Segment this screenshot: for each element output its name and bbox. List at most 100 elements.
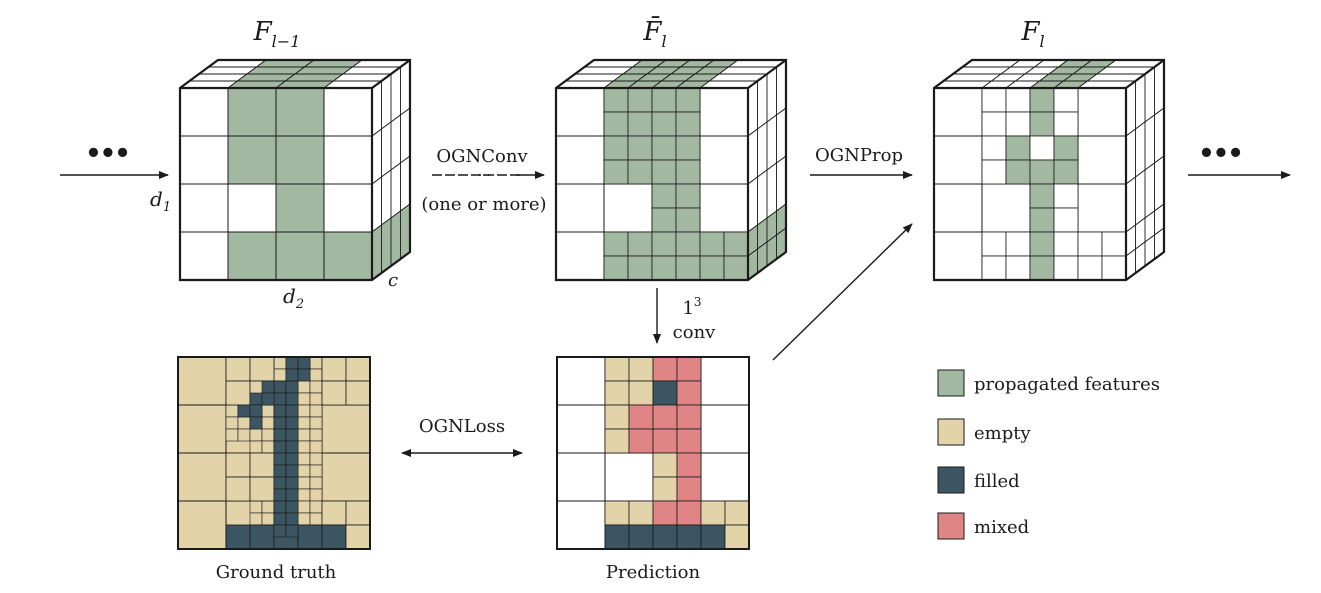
title-f-bar: F̄l — [642, 15, 666, 51]
label-ogn-conv: OGNConv — [436, 146, 528, 167]
grid-cell — [225, 356, 251, 382]
grid-cell — [285, 416, 299, 430]
grid-cell — [1005, 159, 1031, 185]
grid-cell — [675, 135, 701, 161]
grid-cell — [345, 356, 371, 382]
grid-cell — [285, 512, 299, 526]
grid-cell — [603, 255, 629, 281]
cube-outline — [178, 58, 412, 282]
grid-cell — [179, 183, 229, 233]
grid-cell — [249, 440, 263, 454]
grid-cell — [225, 524, 251, 550]
grid-cell — [676, 500, 702, 526]
grid-cell — [273, 404, 287, 418]
grid-cell — [627, 135, 653, 161]
ground-truth-grid — [177, 356, 371, 550]
grid-cell — [604, 500, 630, 526]
legend-label-mixed: mixed — [974, 517, 1029, 538]
grid-cell — [603, 111, 629, 137]
grid-cell — [676, 404, 702, 430]
grid-cell — [249, 512, 263, 526]
legend-label-propagated: propagated features — [974, 374, 1160, 395]
grid-cell — [275, 183, 325, 233]
grid-cell — [177, 404, 227, 454]
grid-cell — [237, 416, 251, 430]
grid-cell — [275, 135, 325, 185]
grid-cell — [273, 524, 287, 538]
grid-cell — [651, 207, 677, 233]
grid-cell — [309, 356, 323, 370]
grid-cell — [249, 416, 263, 430]
grid-cell — [309, 440, 323, 454]
grid-cell — [699, 87, 749, 137]
edge-line — [371, 59, 411, 89]
grid-cell — [1029, 159, 1055, 185]
grid-cell — [1077, 183, 1127, 233]
cube-f-bar — [554, 58, 788, 282]
legend-label-empty: empty — [974, 423, 1031, 444]
grid-cell — [700, 452, 750, 502]
grid-cell — [309, 512, 323, 526]
grid-cell — [309, 452, 323, 466]
grid-cell — [1053, 231, 1079, 257]
grid-cell — [273, 452, 287, 466]
grid-cell — [273, 512, 287, 526]
grid-cell — [179, 87, 229, 137]
grid-cell — [628, 380, 654, 406]
grid-cell — [297, 404, 311, 418]
grid-cell — [603, 183, 653, 233]
grid-cell — [981, 183, 1031, 233]
grid-cell — [297, 356, 311, 370]
grid-cell — [261, 416, 275, 430]
grid-cell — [603, 87, 629, 113]
caption-ground-truth: Ground truth — [216, 562, 337, 583]
grid-cell — [261, 380, 275, 394]
grid-cell — [1029, 87, 1055, 113]
grid-cell — [651, 255, 677, 281]
grid-cell — [676, 524, 702, 550]
grid-cell — [345, 380, 371, 406]
grid-cell — [1029, 207, 1055, 233]
grid-cell — [628, 356, 654, 382]
grid-cell — [627, 231, 653, 257]
grid-cell — [273, 368, 287, 382]
label-ogn-conv-dots: ··· — [477, 168, 490, 184]
grid-cell — [628, 404, 654, 430]
cube-f-prev — [178, 58, 412, 282]
grid-cell — [723, 231, 749, 257]
grid-cell — [700, 524, 726, 550]
grid-cell — [627, 159, 653, 185]
grid-cell — [700, 500, 726, 526]
grid-cell — [297, 416, 311, 430]
grid-cell — [297, 452, 311, 466]
grid-cell — [675, 231, 701, 257]
edge-line — [747, 59, 787, 89]
grid-cell — [652, 524, 678, 550]
grid-cell — [699, 183, 749, 233]
grid-cell — [1077, 135, 1127, 185]
grid-cell — [297, 464, 311, 478]
grid-cell — [1005, 255, 1031, 281]
grid-cell — [273, 428, 287, 442]
label-ogn-prop: OGNProp — [815, 145, 903, 166]
grid-cell — [1029, 255, 1055, 281]
grid-cell — [1053, 87, 1079, 113]
legend-swatch-filled — [937, 466, 965, 494]
grid-cell — [285, 488, 299, 502]
grid-cell — [675, 255, 701, 281]
label-conv-word: conv — [673, 322, 717, 343]
grid-cell — [1005, 111, 1031, 137]
grid-cell — [1053, 255, 1079, 281]
grid-cell — [627, 255, 653, 281]
grid-cell — [699, 135, 749, 185]
grid-cell — [273, 476, 287, 490]
legend-label-filled: filled — [974, 471, 1020, 492]
grid-cell — [628, 428, 654, 454]
grid-cell — [285, 428, 299, 442]
grid-cell — [627, 87, 653, 113]
grid-cell — [1053, 111, 1079, 137]
grid-cell — [555, 231, 605, 281]
grid-cell — [237, 404, 251, 418]
grid-cell — [1005, 87, 1031, 113]
grid-cell — [177, 500, 227, 550]
